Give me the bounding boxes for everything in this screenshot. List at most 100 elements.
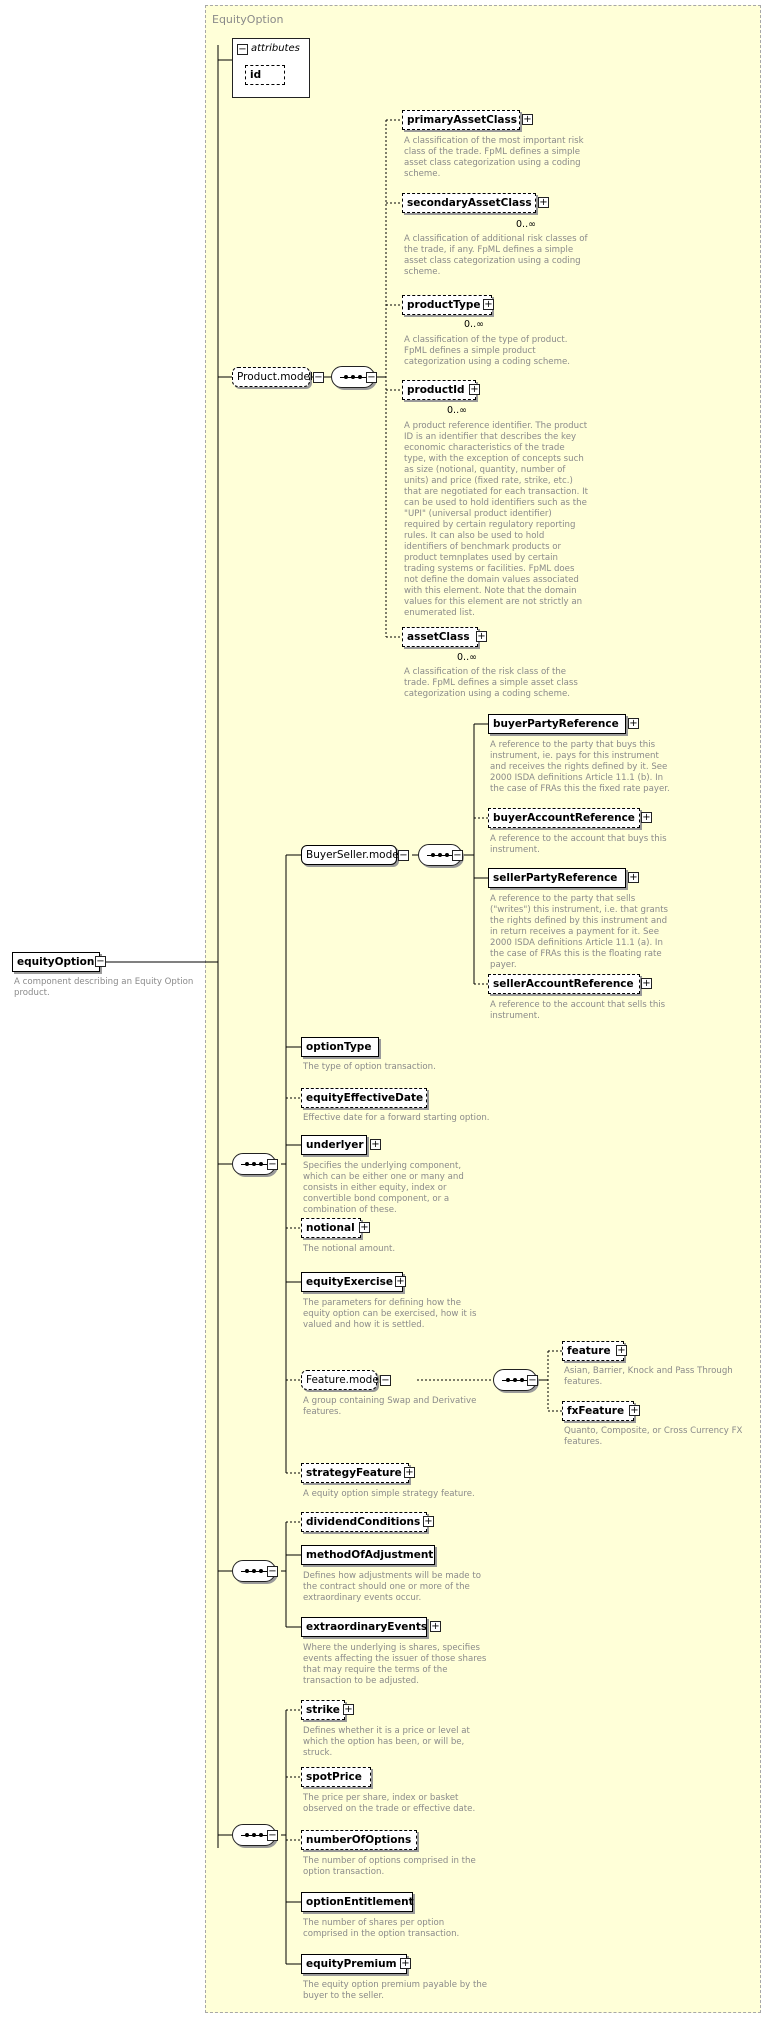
- expand-icon[interactable]: +: [628, 718, 639, 729]
- element-buyeraccountreference[interactable]: buyerAccountReference: [488, 808, 640, 828]
- description: A product reference identifier. The prod…: [404, 421, 589, 618]
- element-numberofoptions[interactable]: numberOfOptions: [301, 1830, 417, 1850]
- description: A group containing Swap and Derivative f…: [303, 1396, 477, 1417]
- element-equityexercise[interactable]: equityExercise: [301, 1272, 403, 1292]
- root-description: A component describing an Equity Option …: [14, 977, 194, 998]
- element-producttype[interactable]: productType: [402, 295, 492, 315]
- expand-icon[interactable]: −: [95, 956, 106, 967]
- expand-icon[interactable]: +: [629, 1405, 640, 1416]
- description: Where the underlying is shares, specifie…: [303, 1643, 487, 1686]
- root-element-equityoption[interactable]: equityOption: [12, 952, 100, 972]
- description: The notional amount.: [303, 1244, 396, 1254]
- expand-icon[interactable]: +: [616, 1345, 627, 1356]
- collapse-icon[interactable]: −: [380, 1375, 391, 1386]
- element-fxfeature[interactable]: fxFeature: [562, 1401, 634, 1421]
- element-extraordinaryevents[interactable]: extraordinaryEvents: [301, 1617, 427, 1637]
- attributes-box: − attributes id: [232, 38, 310, 98]
- attributes-header: attributes: [251, 43, 300, 54]
- description: Specifies the underlying component, whic…: [303, 1161, 464, 1215]
- element-optiontype[interactable]: optionType: [301, 1037, 379, 1057]
- collapse-icon[interactable]: −: [527, 1375, 538, 1386]
- collapse-icon[interactable]: −: [267, 1566, 278, 1577]
- expand-icon[interactable]: +: [476, 631, 487, 642]
- element-selleraccountreference[interactable]: sellerAccountReference: [488, 974, 640, 994]
- group-buyerseller-model[interactable]: BuyerSeller.model: [301, 845, 402, 865]
- cardinality: 0..∞: [447, 405, 467, 416]
- cardinality: 0..∞: [457, 652, 477, 663]
- description: Effective date for a forward starting op…: [303, 1113, 490, 1123]
- element-optionentitlement[interactable]: optionEntitlement: [301, 1892, 414, 1912]
- element-assetclass[interactable]: assetClass: [402, 627, 478, 647]
- expand-icon[interactable]: +: [641, 978, 652, 989]
- expand-icon[interactable]: +: [538, 197, 549, 208]
- description: A classification of the most important r…: [404, 136, 584, 179]
- collapse-icon[interactable]: −: [267, 1830, 278, 1841]
- collapse-icon[interactable]: −: [313, 372, 324, 383]
- collapse-icon[interactable]: −: [267, 1159, 278, 1170]
- description: The parameters for defining how the equi…: [303, 1298, 477, 1330]
- description: Quanto, Composite, or Cross Currency FX …: [564, 1426, 743, 1447]
- cardinality: 0..∞: [464, 319, 484, 330]
- expand-icon[interactable]: +: [423, 1516, 434, 1527]
- sequence-compositor: [493, 1369, 537, 1391]
- element-equityeffectivedate[interactable]: equityEffectiveDate: [301, 1088, 427, 1108]
- collapse-icon[interactable]: −: [452, 850, 463, 861]
- description: A classification of the risk class of th…: [404, 667, 578, 699]
- description: Defines whether it is a price or level a…: [303, 1726, 470, 1758]
- element-buyerpartyreference[interactable]: buyerPartyReference: [488, 714, 626, 734]
- element-notional[interactable]: notional: [301, 1218, 361, 1238]
- element-strategyfeature[interactable]: strategyFeature: [301, 1463, 409, 1483]
- group-label: Feature.model: [306, 1374, 382, 1386]
- expand-icon[interactable]: +: [483, 299, 494, 310]
- group-label: BuyerSeller.model: [306, 849, 402, 861]
- expand-icon[interactable]: +: [343, 1704, 354, 1715]
- element-methodofadjustment[interactable]: methodOfAdjustment: [301, 1545, 435, 1565]
- element-equitypremium[interactable]: equityPremium: [301, 1954, 407, 1974]
- element-sellerpartyreference[interactable]: sellerPartyReference: [488, 868, 626, 888]
- description: A classification of additional risk clas…: [404, 234, 588, 277]
- element-productid[interactable]: productId: [402, 380, 476, 400]
- frame-title: EquityOption: [212, 13, 284, 26]
- expand-icon[interactable]: +: [469, 384, 480, 395]
- group-feature-model[interactable]: Feature.model: [301, 1370, 382, 1390]
- element-dividendconditions[interactable]: dividendConditions: [301, 1512, 427, 1532]
- element-secondaryassetclass[interactable]: secondaryAssetClass: [402, 193, 536, 213]
- expand-icon[interactable]: +: [404, 1467, 415, 1478]
- description: The type of option transaction.: [303, 1062, 436, 1072]
- description: A reference to the account that buys thi…: [490, 834, 667, 855]
- element-feature[interactable]: feature: [562, 1341, 624, 1361]
- expand-icon[interactable]: +: [395, 1276, 406, 1287]
- attribute-id[interactable]: id: [245, 65, 285, 85]
- group-label: Product.model: [237, 371, 313, 383]
- description: A reference to the party that sells ("wr…: [490, 894, 669, 970]
- collapse-icon[interactable]: −: [366, 372, 377, 383]
- expand-icon[interactable]: +: [359, 1222, 370, 1233]
- description: The equity option premium payable by the…: [303, 1980, 488, 2001]
- root-label: equityOption: [17, 956, 95, 968]
- description: The number of shares per option comprise…: [303, 1918, 460, 1939]
- collapse-icon[interactable]: −: [398, 850, 409, 861]
- expand-icon[interactable]: +: [370, 1139, 381, 1150]
- cardinality: 0..∞: [516, 219, 536, 230]
- description: A equity option simple strategy feature.: [303, 1489, 475, 1499]
- expand-icon[interactable]: +: [641, 812, 652, 823]
- sequence-compositor: [331, 366, 375, 388]
- element-spotprice[interactable]: spotPrice: [301, 1767, 371, 1787]
- description: Asian, Barrier, Knock and Pass Through f…: [564, 1366, 733, 1387]
- expand-icon[interactable]: +: [522, 114, 533, 125]
- sequence-compositor: [232, 1153, 276, 1175]
- description: The price per share, index or basket obs…: [303, 1793, 476, 1814]
- element-underlyer[interactable]: underlyer: [301, 1135, 367, 1155]
- expand-icon[interactable]: +: [400, 1958, 411, 1969]
- description: A classification of the type of product.…: [404, 335, 570, 367]
- complex-type-frame: [205, 5, 761, 2013]
- group-product-model[interactable]: Product.model: [232, 367, 313, 387]
- expand-icon[interactable]: +: [628, 872, 639, 883]
- expand-icon[interactable]: +: [430, 1621, 441, 1632]
- element-strike[interactable]: strike: [301, 1700, 345, 1720]
- element-primaryassetclass[interactable]: primaryAssetClass: [402, 110, 520, 130]
- description: Defines how adjustments will be made to …: [303, 1571, 481, 1603]
- collapse-icon[interactable]: −: [237, 44, 248, 55]
